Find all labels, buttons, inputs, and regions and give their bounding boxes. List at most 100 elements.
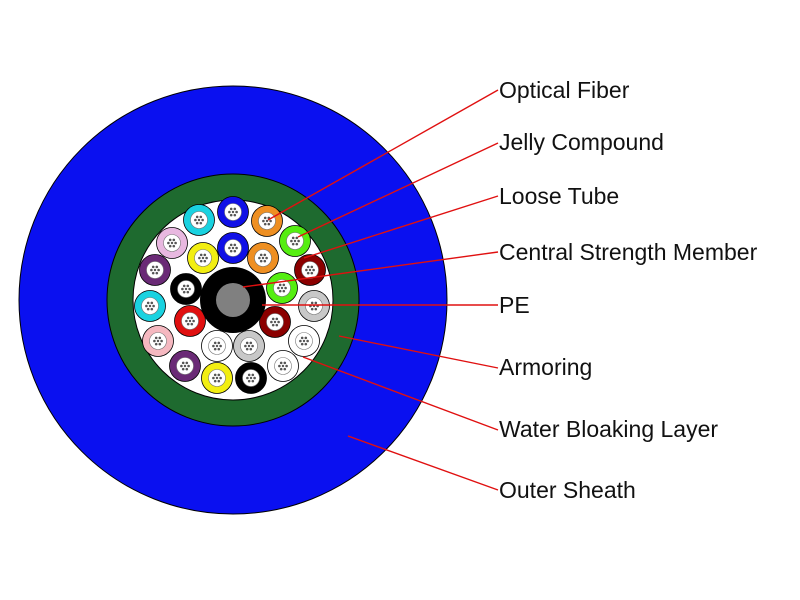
loose-tube	[156, 227, 188, 259]
optical-fiber	[251, 344, 254, 348]
optical-fiber	[306, 271, 310, 275]
loose-tube	[266, 272, 298, 304]
optical-fiber	[213, 379, 217, 383]
optical-fibers	[212, 341, 222, 351]
optical-fiber	[305, 268, 308, 272]
optical-fiber	[258, 256, 261, 260]
optical-fiber	[244, 344, 247, 348]
optical-fiber	[291, 236, 295, 240]
loose-tube	[142, 325, 174, 357]
optical-fiber	[160, 339, 163, 343]
optical-fiber	[270, 320, 273, 324]
loose-tube	[201, 362, 233, 394]
optical-fiber	[253, 376, 256, 380]
optical-fibers	[305, 265, 315, 275]
optical-fiber	[186, 316, 190, 320]
label-water-bloaking-layer: Water Bloaking Layer	[499, 416, 718, 442]
optical-fiber	[195, 215, 199, 219]
optical-fiber	[271, 323, 275, 327]
optical-fiber	[203, 259, 207, 263]
optical-fibers	[270, 317, 280, 327]
optical-fiber	[168, 238, 172, 242]
optical-fiber	[277, 320, 280, 324]
optical-fiber	[233, 243, 237, 247]
optical-fiber	[213, 347, 217, 351]
leader-line-armoring	[338, 335, 499, 369]
loose-tube	[247, 242, 279, 274]
optical-fiber	[265, 219, 269, 223]
optical-fiber	[275, 317, 279, 321]
optical-fiber	[304, 336, 308, 340]
optical-fiber	[308, 268, 312, 272]
optical-fiber	[263, 222, 267, 226]
optical-fiber	[249, 341, 253, 345]
leader-line-central-strength-member	[242, 251, 499, 288]
optical-fiber	[306, 265, 310, 269]
optical-fibers	[150, 265, 160, 275]
optical-fiber	[229, 207, 233, 211]
optical-fiber	[229, 213, 233, 217]
optical-fiber	[277, 286, 280, 290]
optical-fiber	[213, 373, 217, 377]
optical-fibers	[244, 341, 254, 351]
optical-fiber	[259, 253, 263, 257]
optical-fiber	[251, 373, 255, 377]
optical-fiber	[203, 253, 207, 257]
label-central-strength-member: Central Strength Member	[499, 239, 758, 265]
optical-fiber	[205, 256, 208, 260]
optical-fiber	[199, 215, 203, 219]
optical-fibers	[198, 253, 208, 263]
optical-fiber	[262, 219, 265, 223]
optical-fiber	[259, 259, 263, 263]
optical-fiber	[190, 322, 194, 326]
optical-fiber	[201, 256, 205, 260]
optical-fibers	[277, 283, 287, 293]
optical-fibers	[212, 373, 222, 383]
optical-fiber	[219, 376, 222, 380]
loose-tube	[298, 290, 330, 322]
optical-fiber	[229, 243, 233, 247]
optical-fiber	[199, 259, 203, 263]
optical-fiber	[215, 344, 219, 348]
optical-fibers	[228, 207, 238, 217]
optical-fiber	[217, 373, 221, 377]
optical-fiber	[181, 287, 184, 291]
optical-fiber	[297, 239, 300, 243]
label-loose-tube: Loose Tube	[499, 183, 619, 209]
label-jelly-compound: Jelly Compound	[499, 129, 664, 155]
optical-fiber	[170, 241, 174, 245]
optical-fibers	[290, 236, 300, 246]
label-armoring: Armoring	[499, 354, 592, 380]
optical-fiber	[212, 344, 215, 348]
optical-fiber	[151, 265, 155, 269]
optical-fiber	[172, 244, 176, 248]
optical-fiber	[167, 241, 170, 245]
optical-fiber	[314, 307, 318, 311]
optical-fiber	[194, 218, 197, 222]
optical-fiber	[278, 283, 282, 287]
loose-tube	[183, 204, 215, 236]
optical-fiber	[312, 268, 315, 272]
optical-fiber	[263, 253, 267, 257]
optical-fiber	[265, 256, 268, 260]
optical-fiber	[185, 367, 189, 371]
loose-tube	[259, 306, 291, 338]
loose-tube	[134, 290, 166, 322]
optical-fiber	[235, 246, 238, 250]
optical-fiber	[310, 271, 314, 275]
optical-fiber	[273, 320, 277, 324]
optical-fiber	[279, 361, 283, 365]
optical-fiber	[174, 241, 177, 245]
optical-fiber	[271, 317, 275, 321]
optical-fiber	[212, 376, 215, 380]
loose-tube	[233, 330, 265, 362]
optical-fiber	[302, 339, 306, 343]
optical-fiber	[291, 242, 295, 246]
callout-labels: Optical Fiber Jelly Compound Loose Tube …	[499, 77, 758, 503]
loose-tube	[235, 362, 267, 394]
loose-tube	[217, 196, 249, 228]
leader-line-water-bloaking-layer	[302, 356, 499, 431]
optical-fiber	[231, 246, 235, 250]
leader-line-jelly-compound	[297, 142, 499, 238]
